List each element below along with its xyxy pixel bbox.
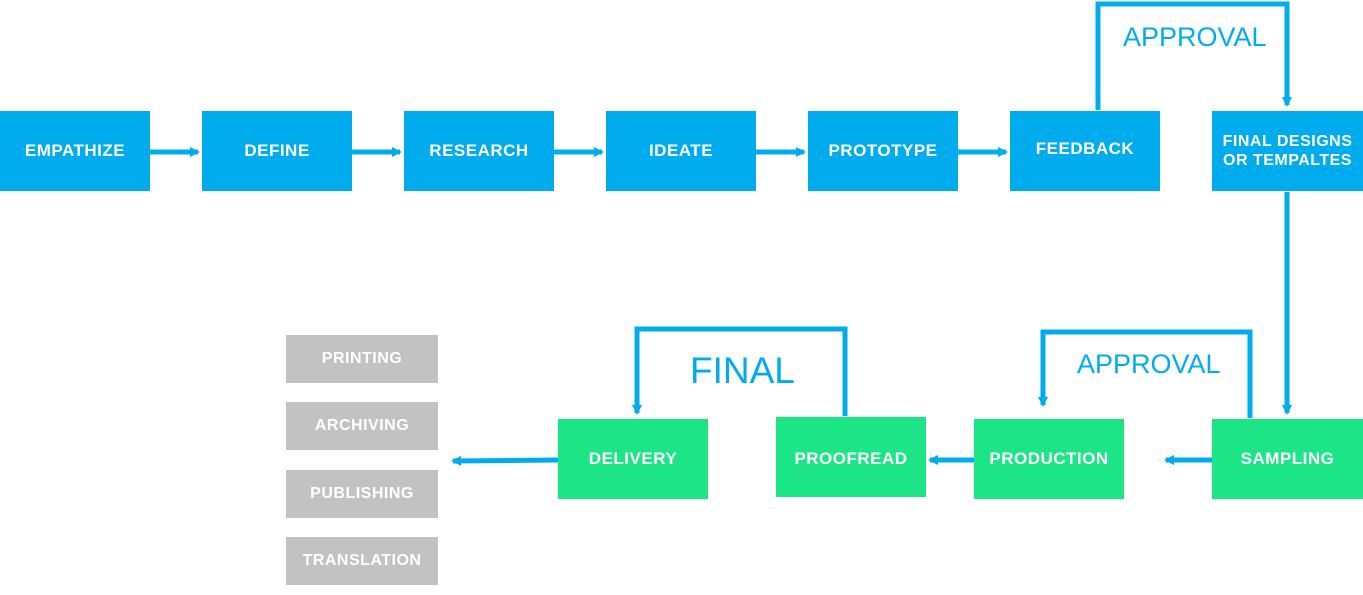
- stage-ideate-label: IDEATE: [648, 140, 714, 160]
- arrow-feedback-approval-loop: [1095, 1, 1292, 110]
- output-printing-label: PRINTING: [321, 350, 403, 368]
- output-translation-label: TRANSLATION: [302, 552, 422, 570]
- stage-final-designs: FINAL DESIGNS OR TEMPALTES: [1212, 111, 1363, 191]
- stage-sampling-label: SAMPLING: [1240, 448, 1335, 468]
- arrow-sampling-approval-loop: [1038, 329, 1253, 418]
- stage-define: DEFINE: [202, 111, 352, 191]
- output-printing: PRINTING: [286, 335, 438, 383]
- approval-label-top: APPROVAL: [1123, 22, 1267, 52]
- stage-define-label: DEFINE: [244, 140, 310, 160]
- output-translation: TRANSLATION: [286, 537, 438, 585]
- stage-feedback-label: FEEDBACK: [1035, 139, 1135, 158]
- stage-ideate: IDEATE: [606, 111, 756, 191]
- stage-production-label: PRODUCTION: [989, 448, 1109, 468]
- stage-proofread-label: PROOFREAD: [794, 449, 908, 468]
- stage-sampling: SAMPLING: [1212, 419, 1363, 499]
- stage-empathize-label: EMPATHIZE: [24, 140, 126, 160]
- final-label: FINAL: [690, 350, 795, 391]
- output-archiving-label: ARCHIVING: [314, 417, 410, 435]
- output-archiving: ARCHIVING: [286, 402, 438, 450]
- output-publishing: PUBLISHING: [286, 470, 438, 518]
- stage-delivery: DELIVERY: [558, 419, 708, 499]
- stage-prototype: PROTOTYPE: [808, 111, 958, 191]
- stage-production: PRODUCTION: [974, 419, 1124, 499]
- stage-proofread: PROOFREAD: [776, 417, 926, 497]
- stage-final-designs-label-line1: FINAL DESIGNS: [1222, 132, 1353, 150]
- stage-research-label: RESEARCH: [429, 140, 529, 160]
- stage-research: RESEARCH: [404, 111, 554, 191]
- approval-label-bottom: APPROVAL: [1077, 349, 1221, 379]
- output-publishing-label: PUBLISHING: [310, 485, 414, 503]
- stage-delivery-label: DELIVERY: [588, 448, 678, 468]
- stage-prototype-label: PROTOTYPE: [828, 140, 938, 160]
- stage-final-designs-label-line2: OR TEMPALTES: [1223, 152, 1352, 169]
- stage-empathize: EMPATHIZE: [0, 111, 150, 191]
- stage-feedback: FEEDBACK: [1010, 111, 1160, 191]
- arrow-delivery-to-outputs: [451, 455, 559, 466]
- arrow-proofread-final-loop: [632, 326, 848, 416]
